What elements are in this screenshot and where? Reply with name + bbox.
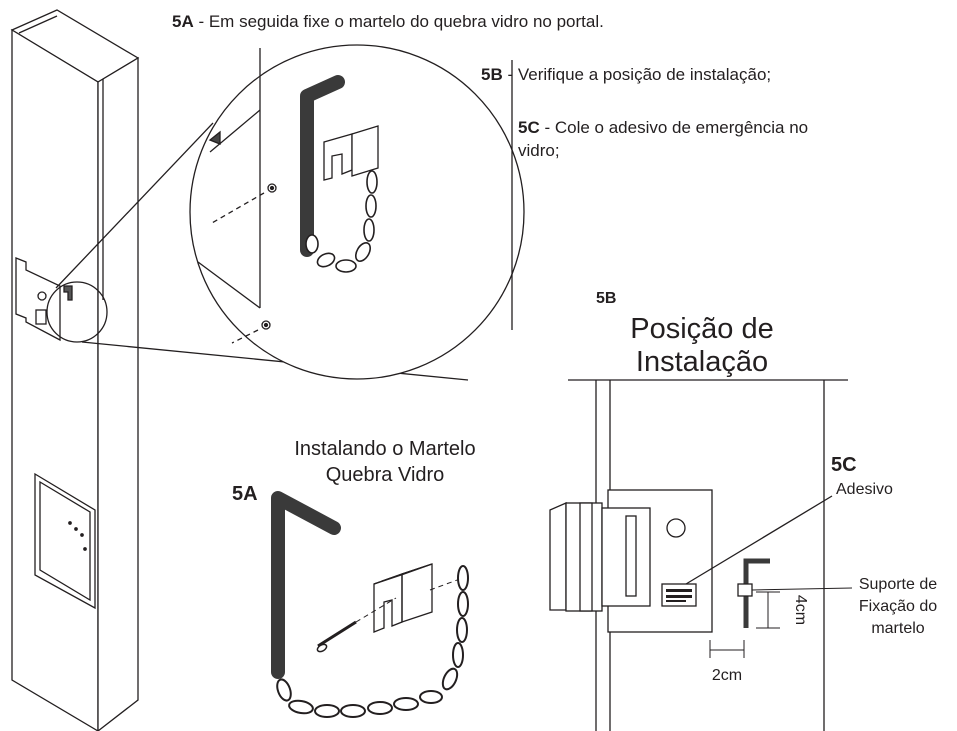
step-5c-instruction: 5C - Cole o adesivo de emergência no [518,118,808,137]
installing-title-line2: Quebra Vidro [326,464,445,486]
dim-horizontal: 2cm [712,667,742,684]
step-5c-instruction-line2: vidro; [518,141,560,160]
position-title-line1: Posição de [630,313,774,345]
position-step-code: 5B [596,290,616,307]
support-label-line3: martelo [871,620,924,637]
sticker-label: Adesivo [836,481,893,498]
installing-title-line1: Instalando o Martelo [294,438,475,460]
sticker-step-code: 5C [831,454,857,476]
hammer-install-detail: Instalando o Martelo Quebra Vidro 5A [232,438,476,718]
zoom-detail [46,44,525,381]
position-title-line2: Instalação [636,346,768,378]
support-label-line2: Fixação do [859,598,937,615]
support-label-line1: Suporte de [859,576,937,593]
dim-vertical: 4cm [792,595,809,625]
door-post [10,9,140,731]
step-5b-instruction: 5B - Verifique a posição de instalação; [481,65,771,84]
installing-step-code: 5A [232,483,258,505]
install-position-detail: 5B Posição de Instalação [549,290,937,731]
step-5a-instruction: 5A - Em seguida fixe o martelo do quebra… [172,12,604,31]
